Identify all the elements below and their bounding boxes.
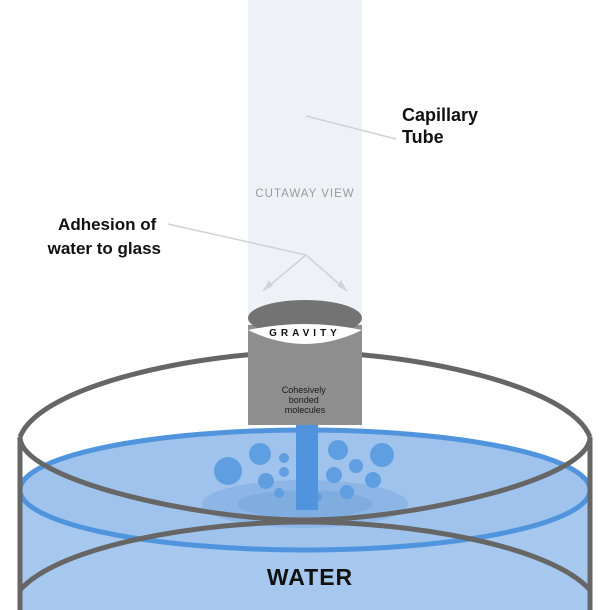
adhesion-label-line2: water to glass: [47, 239, 161, 258]
adhesion-label: Adhesion of water to glass: [47, 215, 161, 258]
cutaway-view-label: CUTAWAY VIEW: [255, 188, 354, 200]
arrowhead-left: [263, 280, 273, 291]
bubble: [279, 453, 289, 463]
bubble: [340, 485, 354, 499]
bubble: [349, 459, 363, 473]
adhesion-pointer: [167, 223, 307, 256]
cohesive-label-line1: Cohesively: [282, 385, 327, 395]
bubble: [279, 467, 289, 477]
bubble: [365, 472, 381, 488]
water-stream: [296, 425, 318, 510]
capillary-tube-pointer: [305, 115, 397, 140]
cohesive-label: Cohesively bonded molecules: [282, 385, 329, 415]
bubble: [249, 443, 271, 465]
bubble: [274, 488, 284, 498]
dish-bottom-rim: [18, 519, 592, 592]
water-label: WATER: [267, 564, 353, 590]
bubble: [214, 457, 242, 485]
cohesive-label-line3: molecules: [285, 405, 326, 415]
capillary-tube-label-line1: Capillary: [402, 105, 478, 125]
bubble: [258, 473, 274, 489]
gravity-label: GRAVITY: [269, 328, 341, 339]
bubble: [326, 467, 342, 483]
arrowhead-right: [337, 280, 347, 291]
capillary-tube-label: Capillary Tube: [402, 105, 483, 147]
bubble: [370, 443, 394, 467]
capillary-tube-glass: [248, 0, 362, 345]
adhesion-label-line1: Adhesion of: [58, 215, 157, 234]
capillary-tube-label-line2: Tube: [402, 127, 444, 147]
cohesive-label-line2: bonded: [289, 395, 319, 405]
water-bubbles: [214, 440, 394, 501]
meniscus-highlight: [248, 324, 362, 344]
bubble: [328, 440, 348, 460]
